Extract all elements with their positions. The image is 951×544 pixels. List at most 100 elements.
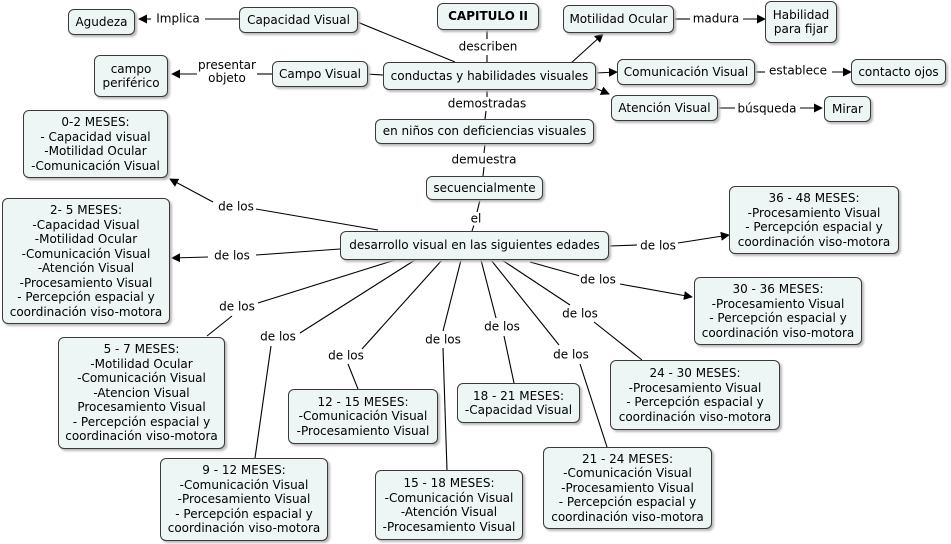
node-24-30-meses[interactable]: 24 - 30 MESES:-Procesamiento Visual- Per… — [610, 360, 780, 430]
edge-ninos-demuestra — [483, 143, 486, 154]
label-de-los-5-7-line-1: de los — [219, 299, 255, 314]
node-desarrollo-visual-line-1: desarrollo visual en las siguientes edad… — [349, 238, 600, 253]
node-36-48-meses-line-1: 36 - 48 MESES: — [768, 191, 860, 205]
node-atencion-visual-line-1: Atención Visual — [618, 100, 711, 115]
label-de-los-9-12: de los — [259, 329, 297, 344]
label-establece: establece — [767, 64, 829, 78]
node-9-12-meses[interactable]: 9 - 12 MESES:-Comunicación Visual-Proces… — [160, 458, 328, 541]
node-21-24-meses-line-5: coordinación viso-motora — [551, 509, 704, 524]
label-describen-line-1: describen — [458, 39, 518, 54]
node-36-48-meses-line-2: -Procesamiento Visual — [747, 205, 881, 220]
node-9-12-meses-line-4: - Percepción espacial y — [175, 506, 313, 521]
edge-capacidad-conductas — [349, 18, 456, 63]
label-de-los-12-15-line-1: de los — [328, 348, 364, 363]
node-motilidad-ocular[interactable]: Motilidad Ocular — [563, 5, 674, 33]
node-15-18-meses[interactable]: 15 - 18 MESES:-Comunicación Visual-Atenc… — [375, 470, 523, 540]
node-secuencialmente[interactable]: secuencialmente — [426, 176, 543, 200]
node-atencion-visual[interactable]: Atención Visual — [611, 95, 718, 121]
edge-conductas-campo — [365, 73, 384, 76]
node-5-7-meses-line-7: coordinación viso-motora — [65, 429, 218, 444]
node-conductas[interactable]: conductas y habilidades visuales — [383, 62, 596, 90]
node-5-7-meses-line-5: Procesamiento Visual — [77, 400, 206, 415]
node-contacto-ojos[interactable]: contacto ojos — [851, 59, 946, 85]
node-12-15-meses-line-2: -Comunicación Visual — [298, 409, 428, 424]
node-0-2-meses[interactable]: 0-2 MESES:- Capacidad visual-Motilidad O… — [23, 110, 168, 178]
node-campo-visual-line-1: Campo Visual — [278, 66, 362, 81]
edge-demuestra-secuencial — [482, 166, 485, 177]
node-5-7-meses[interactable]: 5 - 7 MESES:-Motilidad Ocular-Comunicaci… — [58, 337, 225, 449]
label-de-los-21-24: de los — [552, 347, 590, 362]
node-24-30-meses-line-1: 24 - 30 MESES: — [649, 366, 741, 380]
edge-desarrollo-delos-15-18 — [442, 259, 462, 332]
node-5-7-meses-line-2: -Motilidad Ocular — [90, 356, 193, 371]
node-comunicacion-visual[interactable]: Comunicación Visual — [617, 59, 755, 85]
edge-demostradas-ninos — [484, 110, 487, 120]
edge-delos-2-5-m2-5 — [171, 253, 209, 263]
node-12-15-meses-line-1: 12 - 15 MESES: — [317, 394, 409, 409]
node-18-21-meses-line-2: -Capacidad Visual — [464, 403, 573, 417]
node-agudeza[interactable]: Agudeza — [68, 9, 135, 35]
node-24-30-meses-line-3: - Percepción espacial y — [626, 395, 764, 409]
node-12-15-meses-line-3: -Procesamiento Visual — [296, 423, 430, 438]
node-campo-visual[interactable]: Campo Visual — [272, 61, 368, 87]
edge-conductas-comunicacion — [595, 67, 618, 77]
node-mirar[interactable]: Mirar — [824, 96, 871, 122]
node-capitulo[interactable]: CAPITULO II — [437, 3, 539, 30]
node-capacidad-visual[interactable]: Capacidad Visual — [239, 7, 358, 33]
node-15-18-meses-line-2: -Comunicación Visual — [384, 490, 514, 505]
label-de-los-9-12-line-1: de los — [260, 329, 296, 344]
node-36-48-meses[interactable]: 36 - 48 MESES:-Procesamiento Visual- Per… — [729, 186, 899, 254]
node-15-18-meses-line-1: 15 - 18 MESES: — [403, 476, 495, 490]
node-2-5-meses[interactable]: 2- 5 MESES:-Capacidad Visual-Motilidad O… — [2, 198, 170, 324]
node-5-7-meses-line-4: -Atencion Visual — [93, 385, 190, 400]
edge-el-desarrollo — [471, 224, 475, 232]
node-capitulo-line-1: CAPITULO II — [448, 9, 528, 24]
node-36-48-meses-line-3: - Percepción espacial y — [745, 220, 883, 234]
node-15-18-meses-line-3: -Atención Visual — [400, 505, 498, 519]
label-de-los-2-5-line-1: de los — [214, 248, 250, 263]
edge-desarrollo-delos-21-24 — [490, 259, 560, 346]
edge-desarrollo-delos-18-21 — [480, 259, 497, 319]
node-36-48-meses-line-4: coordinación viso-motora — [737, 234, 891, 249]
node-18-21-meses[interactable]: 18 - 21 MESES:-Capacidad Visual — [457, 383, 580, 423]
node-2-5-meses-line-7: - Percepción espacial y — [17, 290, 155, 304]
label-de-los-36-48: de los — [639, 238, 677, 253]
node-ninos-deficiencias[interactable]: en niños con deficiencias visuales — [375, 119, 594, 144]
node-agudeza-line-1: Agudeza — [75, 14, 128, 29]
node-2-5-meses-line-8: coordinación viso-motora — [9, 304, 163, 319]
label-de-los-2-5: de los — [213, 248, 251, 263]
edge-desarrollo-delos-0-2 — [255, 208, 379, 231]
node-30-36-meses-line-2: -Procesamiento Visual — [711, 296, 845, 311]
edge-desarrollo-delos-30-36 — [529, 261, 581, 277]
edge-secuencial-el — [476, 199, 481, 213]
edge-delos-0-2-m0-2 — [169, 178, 214, 203]
node-0-2-meses-line-4: -Comunicación Visual — [31, 158, 160, 173]
node-desarrollo-visual[interactable]: desarrollo visual en las siguientes edad… — [340, 231, 609, 260]
label-busqueda: búsqueda — [736, 101, 798, 116]
edge-delos-9-12-m9-12 — [254, 345, 272, 459]
node-9-12-meses-line-3: -Procesamiento Visual — [177, 492, 311, 507]
node-21-24-meses[interactable]: 21 - 24 MESES:-Comunicación Visual-Proce… — [543, 447, 712, 529]
node-12-15-meses[interactable]: 12 - 15 MESES:-Comunicación Visual-Proce… — [288, 389, 438, 444]
node-conductas-line-1: conductas y habilidades visuales — [390, 68, 589, 83]
edge-delos-21-24-m21-24 — [579, 363, 608, 448]
label-de-los-5-7: de los — [218, 299, 256, 314]
label-de-los-30-36-line-1: de los — [580, 272, 616, 287]
node-15-18-meses-line-4: -Procesamiento Visual — [382, 519, 516, 534]
label-de-los-15-18: de los — [424, 333, 462, 347]
label-el-line-1: el — [470, 211, 482, 226]
label-de-los-21-24-line-1: de los — [553, 347, 589, 362]
edge-conductas-motilidad — [569, 33, 604, 65]
node-30-36-meses[interactable]: 30 - 36 MESES:-Procesamiento Visual- Per… — [694, 277, 862, 345]
label-busqueda-line-1: búsqueda — [737, 101, 797, 116]
label-de-los-36-48-line-1: de los — [640, 238, 676, 253]
node-5-7-meses-line-6: - Percepción espacial y — [72, 414, 211, 429]
node-24-30-meses-line-4: coordinación viso-motora — [618, 409, 772, 424]
node-5-7-meses-line-3: -Comunicación Visual — [77, 371, 206, 386]
node-30-36-meses-line-4: coordinación viso-motora — [701, 325, 855, 340]
node-9-12-meses-line-2: -Comunicación Visual — [179, 477, 309, 492]
edge-delos-24-30-m24-30 — [593, 321, 643, 361]
